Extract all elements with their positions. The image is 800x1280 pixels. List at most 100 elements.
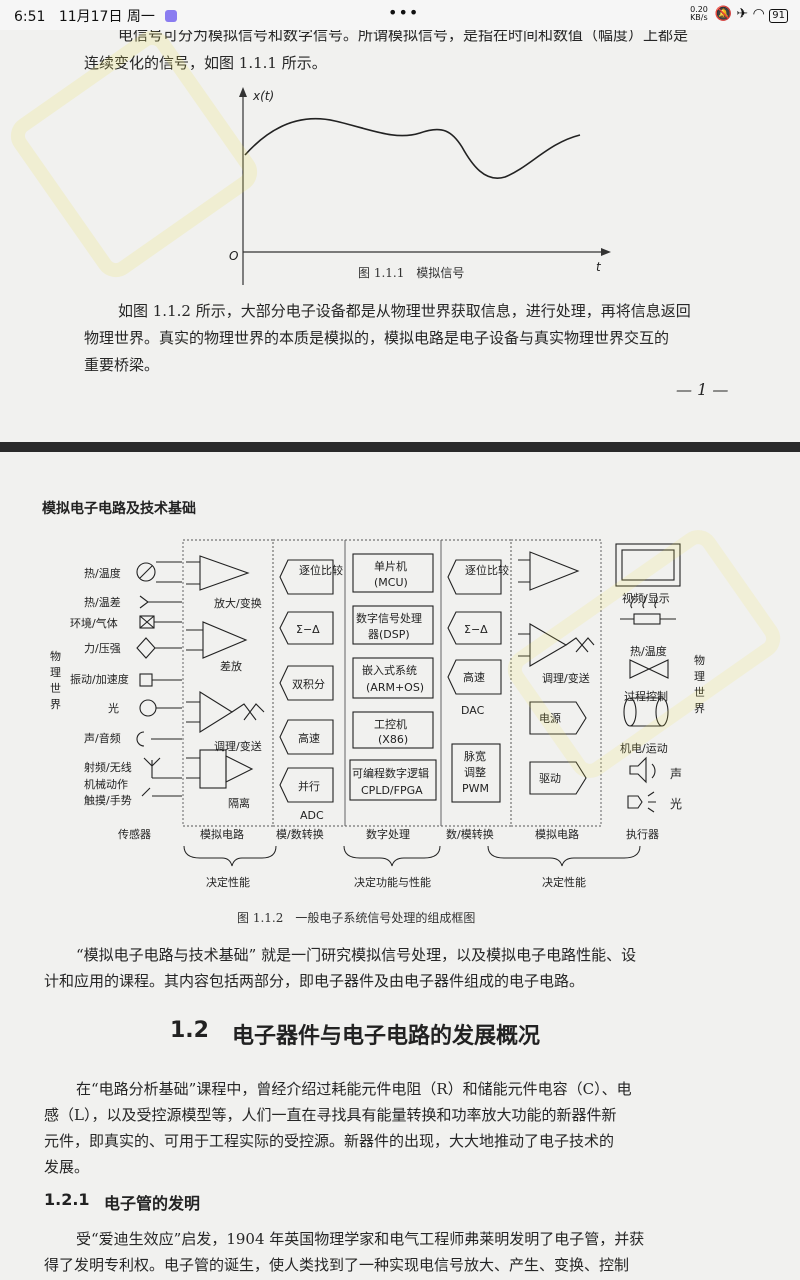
output-amp-icon	[529, 551, 580, 591]
section-title: 电子器件与电子电路的发展概况	[232, 1024, 541, 1049]
motor-icon	[630, 697, 662, 727]
adc-block	[279, 719, 334, 755]
sensor-label: 触摸/手势	[84, 793, 132, 807]
proc-block-label: 数字信号处理	[356, 611, 422, 625]
actuator-label: 视频/显示	[622, 591, 670, 605]
proc-block-label: 单片机	[374, 559, 407, 573]
figure-analog-signal: x(t) t O	[229, 87, 611, 285]
text-line: 在“电路分析基础”课程中，曾经介绍过耗能元件电阻（R）和储能元件电容（C）、电	[76, 1080, 632, 1098]
brace-mid	[343, 845, 441, 867]
antenna-icon	[143, 757, 161, 778]
page-number: — 1 —	[676, 380, 729, 399]
left-world-char: 理	[50, 666, 61, 679]
text-line: “模拟电子电路与技术基础” 就是一门研究模拟信号处理，以及模拟电子电路性能、设	[76, 946, 637, 964]
left-world-char: 界	[50, 698, 61, 711]
isolation-amp-icon	[199, 749, 227, 789]
text-line: 连续变化的信号，如图 1.1.1 所示。	[84, 54, 327, 72]
amp-col1-symbols	[186, 555, 265, 789]
dac-block-label: 高速	[463, 670, 485, 684]
sensor-label: 热/温差	[84, 595, 121, 609]
driver-block	[529, 761, 587, 795]
right-world-char: 界	[694, 702, 705, 715]
mute-icon: 🔕	[714, 6, 732, 22]
status-time: 6:51	[14, 9, 46, 25]
brace-mid-label: 决定功能与性能	[354, 875, 431, 889]
brace-left-label: 决定性能	[206, 875, 250, 889]
adc-block	[279, 767, 334, 803]
proc-block-label: 器(DSP)	[368, 628, 410, 641]
sensor-label: 热/温度	[84, 566, 121, 580]
power-block	[529, 701, 587, 735]
dac-label: DAC	[461, 704, 485, 717]
speaker-icon	[629, 756, 647, 784]
dac-group-label: 数/模转换	[446, 827, 494, 841]
text-line: 如图 1.1.2 所示，大部分电子设备都是从物理世界获取信息，进行处理，再将信息…	[118, 302, 691, 320]
adc-block	[279, 665, 334, 701]
subsection-title: 电子管的发明	[104, 1194, 201, 1213]
actuator-label: 光	[670, 797, 682, 811]
right-world-char: 物	[694, 653, 705, 667]
proc-block	[352, 553, 434, 593]
amp-col2-group-label: 模拟电路	[535, 827, 579, 841]
proc-block	[349, 759, 437, 801]
pwm-label: PWM	[462, 782, 489, 795]
photodiode-icon	[139, 699, 157, 717]
proc-block	[352, 605, 434, 645]
y-axis-label: x(t)	[252, 89, 274, 103]
text-line: 发展。	[44, 1158, 90, 1176]
figure-system-block-diagram: 物 理 世 界 热/温度 热/温差 环境/气体 力/压强 振动/加速度 光 声/…	[50, 539, 705, 889]
airplane-icon: ✈	[736, 6, 749, 22]
actuator-group-label: 执行器	[626, 827, 659, 841]
dac-block-label: 逐位比较	[465, 563, 509, 577]
document-page-2: 模拟电子电路及技术基础 物 理 世 界 热/温度 热/温差 环境/气体 力/压强…	[0, 452, 800, 1280]
amp-col2-label: 电源	[539, 711, 561, 725]
text-line: 电信号可分为模拟信号和数字信号。所谓模拟信号，是指在时间和数值（幅度）上都是	[118, 30, 689, 44]
proc-block-label: (ARM+OS)	[366, 681, 424, 694]
braces	[183, 845, 641, 867]
amp-col2-label: 驱动	[539, 772, 561, 785]
amp-col1-label: 差放	[220, 659, 242, 673]
thermistor-icon	[136, 562, 156, 582]
proc-block-label: 可编程数字逻辑	[352, 766, 429, 780]
proc-block	[352, 711, 434, 749]
sensor-label: 光	[108, 701, 119, 715]
section-number: 1.2	[170, 1018, 209, 1043]
proc-block-label: 工控机	[374, 717, 407, 731]
subsection-number: 1.2.1	[44, 1190, 90, 1209]
conditioning-amp-icon	[529, 623, 568, 667]
right-world-char: 理	[694, 670, 705, 683]
sensor-label: 环境/气体	[70, 616, 118, 630]
brace-right-label: 决定性能	[542, 875, 586, 889]
left-world-char: 世	[50, 682, 61, 695]
sensor-label: 力/压强	[84, 642, 121, 655]
proc-blocks	[349, 553, 437, 801]
text-line: 物理世界。真实的物理世界的本质是模拟的，模拟电路是电子设备与真实物理世界交互的	[84, 329, 670, 347]
text-line: 感（L），以及受控源模型等，人们一直在寻找具有能量转换和功率放大功能的新器件新	[44, 1106, 617, 1124]
proc-block-label: (X86)	[378, 733, 408, 746]
sensor-label: 声/音频	[84, 731, 121, 745]
dac-block	[447, 559, 502, 595]
pressure-bridge-icon	[136, 637, 156, 659]
column-frames	[182, 539, 602, 827]
proc-block	[352, 657, 434, 699]
more-dots-icon[interactable]: •••	[388, 3, 420, 22]
proc-block-label: (MCU)	[374, 576, 408, 589]
pwm-block	[451, 743, 501, 803]
battery-icon: 91	[769, 9, 788, 23]
microphone-icon	[136, 731, 145, 747]
text-line: 计和应用的课程。其内容包括两部分，即电子器件及由电子器件组成的电子电路。	[44, 972, 585, 990]
adc-label: ADC	[300, 809, 324, 822]
amp-col1-label: 隔离	[228, 796, 250, 810]
x-axis-arrow	[601, 248, 611, 256]
adc-block-label: 高速	[298, 731, 320, 745]
thermocouple-icon	[139, 595, 149, 609]
text-line: 元件，即真实的、可用于工程实际的受控源。新器件的出现，大大地推动了电子技术的	[44, 1132, 615, 1150]
actuator-label: 声	[670, 767, 682, 781]
amp-col1-group-label: 模拟电路	[200, 827, 244, 841]
text-line: 重要桥梁。	[84, 356, 160, 374]
proc-block-label: 嵌入式系统	[362, 664, 417, 677]
accelerometer-icon	[139, 673, 153, 687]
wifi-icon: ◠	[752, 6, 765, 22]
document-page-1: 电信号可分为模拟信号和数字信号。所谓模拟信号，是指在时间和数值（幅度）上都是 连…	[0, 30, 800, 442]
dac-block	[447, 659, 502, 695]
